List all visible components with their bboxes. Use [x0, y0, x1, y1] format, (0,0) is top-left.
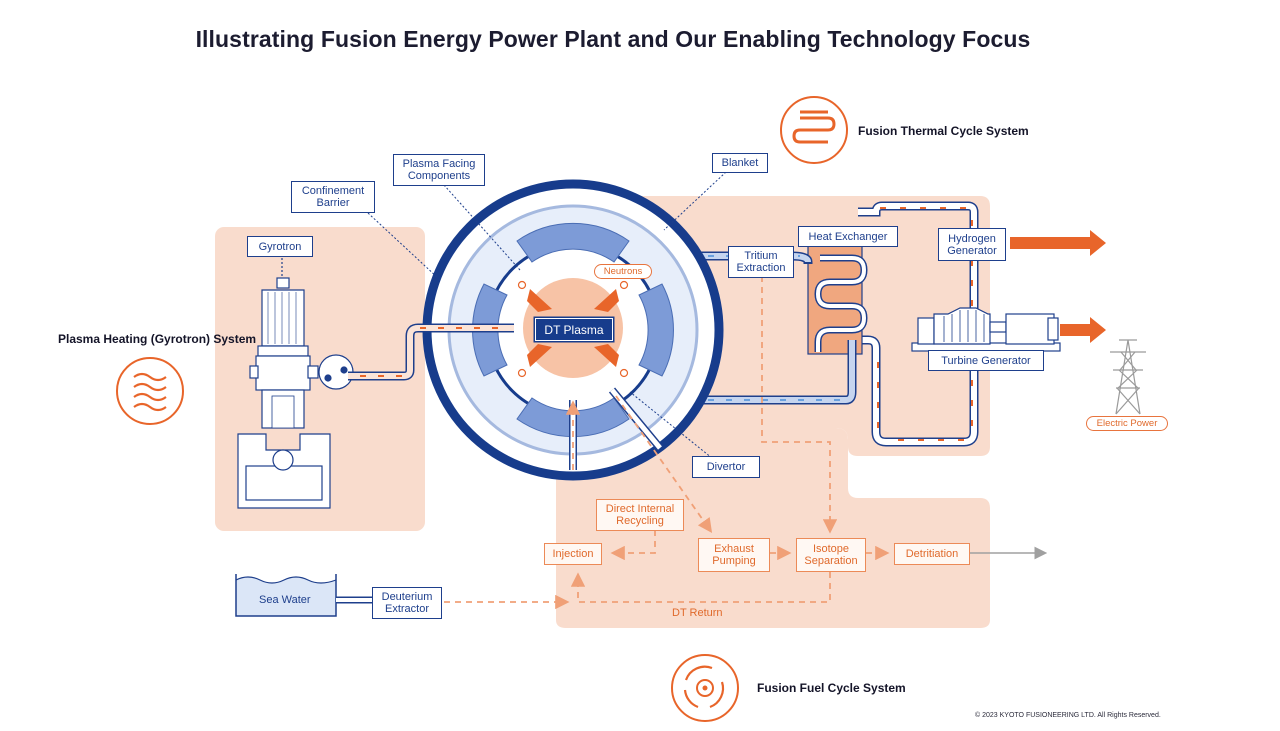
thermal-coil-icon: [780, 96, 848, 164]
thermal-system-label: Fusion Thermal Cycle System: [858, 124, 1029, 138]
turbine-generator-drawing: [911, 307, 1061, 352]
confinement-barrier-label: Confinement Barrier: [291, 181, 375, 213]
direct-internal-recycling-label: Direct Internal Recycling: [596, 499, 684, 531]
gyrotron-label: Gyrotron: [247, 236, 313, 257]
neutrons-label: Neutrons: [594, 264, 652, 279]
deuterium-extractor-label: Deuterium Extractor: [372, 587, 442, 619]
heat-exchanger-label: Heat Exchanger: [798, 226, 898, 247]
fuel-system-label: Fusion Fuel Cycle System: [757, 681, 906, 695]
fuel-flow-lines: [444, 276, 890, 610]
heat-waves-icon: [116, 357, 184, 425]
plasma-facing-label: Plasma Facing Components: [393, 154, 485, 186]
transmission-tower-icon: [1110, 339, 1146, 415]
divertor-label: Divertor: [692, 456, 760, 478]
gyrotron-apparatus: [237, 258, 354, 509]
neutron-arrows: [527, 289, 619, 367]
dt-return-label: DT Return: [672, 607, 723, 619]
hydrogen-output-arrow: [1010, 230, 1106, 256]
fuel-system-panel: [556, 428, 990, 628]
blanket-label: Blanket: [712, 153, 768, 173]
fuel-pipes: [565, 387, 713, 533]
fuel-cycle-icon: [671, 654, 739, 722]
callout-leaders: [367, 171, 727, 459]
injection-label: Injection: [544, 543, 602, 565]
neutron-markers: [517, 280, 629, 378]
detritiation-label: Detritiation: [894, 543, 970, 565]
dt-plasma-label: DT Plasma: [535, 318, 613, 341]
tritium-extraction-label: Tritium Extraction: [728, 246, 794, 278]
exhaust-pumping-label: Exhaust Pumping: [698, 538, 770, 572]
hydrogen-generator-label: Hydrogen Generator: [938, 228, 1006, 261]
copyright-notice: © 2023 KYOTO FUSIONEERING LTD. All Right…: [975, 712, 1161, 719]
electric-power-label: Electric Power: [1086, 416, 1168, 431]
power-output-arrow: [1060, 317, 1106, 343]
sea-water-label: Sea Water: [259, 594, 311, 606]
turbine-generator-label: Turbine Generator: [928, 350, 1044, 371]
heating-system-label: Plasma Heating (Gyrotron) System: [58, 332, 257, 346]
page-title: Illustrating Fusion Energy Power Plant a…: [195, 26, 1031, 52]
isotope-separation-label: Isotope Separation: [796, 538, 866, 572]
sea-water-tank: [235, 574, 372, 617]
blanket-modules: [472, 223, 674, 437]
